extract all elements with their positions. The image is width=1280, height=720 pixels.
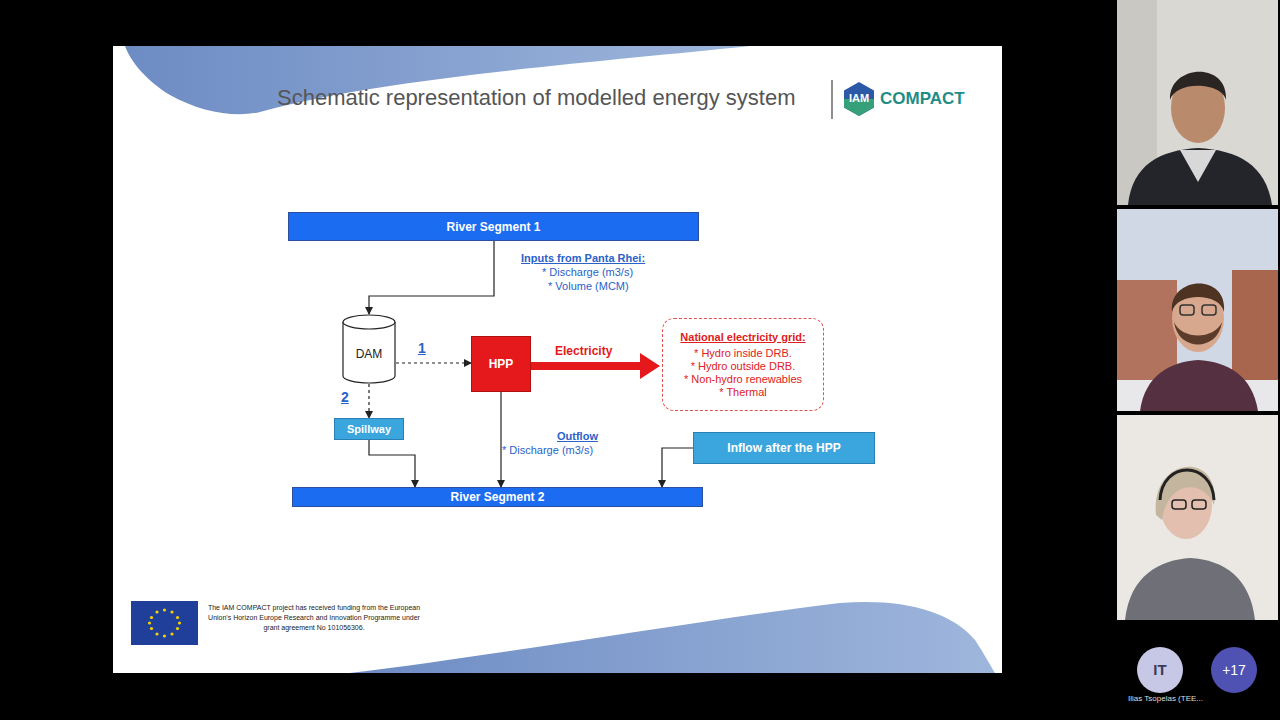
node-text: DAM bbox=[356, 347, 383, 361]
spillway-box: Spillway bbox=[334, 418, 404, 440]
person-hair bbox=[1156, 467, 1215, 520]
cylinder-top bbox=[343, 315, 395, 329]
connector bbox=[662, 448, 693, 487]
flow-label: Electricity bbox=[555, 344, 612, 358]
person-beard bbox=[1174, 322, 1222, 345]
person-face bbox=[1172, 284, 1224, 352]
river-band: River Segment 2 bbox=[292, 487, 703, 507]
node-text: Inflow after the HPP bbox=[727, 441, 840, 455]
logo-text: IAM bbox=[843, 92, 875, 104]
person-body bbox=[1125, 558, 1255, 620]
node-text: National electricity grid: bbox=[680, 331, 805, 344]
video-tile bbox=[1117, 415, 1278, 620]
input-heading: Inputs from Panta Rhei: bbox=[521, 252, 645, 264]
avatar-circle bbox=[1137, 647, 1183, 693]
glasses bbox=[1192, 500, 1206, 509]
dashed-connector bbox=[396, 362, 471, 363]
connector bbox=[500, 392, 501, 487]
headset bbox=[1160, 470, 1214, 500]
plant-box: HPP bbox=[471, 336, 531, 392]
node-text: River Segment 1 bbox=[446, 220, 540, 234]
dashed-connector bbox=[368, 384, 369, 418]
more-circle bbox=[1211, 647, 1257, 693]
slide-wave bbox=[350, 602, 995, 673]
bullet-text: * Hydro inside DRB. bbox=[694, 347, 792, 360]
funding-note: The IAM COMPACT project has received fun… bbox=[207, 603, 421, 633]
outflow-item: * Discharge (m3/s) bbox=[502, 444, 593, 456]
video-tile bbox=[1117, 209, 1278, 411]
video-tile bbox=[1117, 0, 1278, 205]
person-body bbox=[1140, 360, 1258, 411]
callout-number: 1 bbox=[418, 340, 426, 356]
person-hair bbox=[1170, 72, 1226, 100]
inflow-box: Inflow after the HPP bbox=[693, 432, 875, 464]
bullet-text: * Non-hydro renewables bbox=[684, 373, 802, 386]
grid-box: National electricity grid: * Hydro inside… bbox=[662, 318, 824, 411]
node-text: River Segment 2 bbox=[450, 490, 544, 504]
outflow-heading: Outflow bbox=[557, 430, 598, 442]
more-count: +17 bbox=[1211, 662, 1257, 678]
logo-text: COMPACT bbox=[880, 89, 965, 109]
slide-title: Schematic representation of modelled ene… bbox=[277, 85, 795, 111]
eu-stars bbox=[148, 608, 181, 637]
title-divider bbox=[831, 80, 832, 119]
bullet-text: * Thermal bbox=[719, 386, 766, 399]
glasses bbox=[1202, 305, 1216, 315]
callout-number: 2 bbox=[341, 389, 349, 405]
connector bbox=[369, 440, 415, 487]
bullet-text: * Hydro outside DRB. bbox=[691, 360, 796, 373]
avatar-initials: IT bbox=[1137, 661, 1183, 678]
connector bbox=[369, 241, 494, 314]
participant-name: Ilias Tsopelas (TEE... bbox=[1128, 694, 1203, 703]
glasses bbox=[1172, 500, 1186, 509]
node-text: HPP bbox=[489, 357, 514, 371]
input-item: * Volume (MCM) bbox=[548, 280, 629, 292]
node-text: Spillway bbox=[347, 423, 391, 435]
dam-cylinder: DAM bbox=[342, 314, 396, 384]
slide bbox=[113, 46, 1002, 673]
cylinder-body bbox=[343, 322, 395, 383]
eu-flag bbox=[131, 601, 198, 645]
input-item: * Discharge (m3/s) bbox=[542, 266, 633, 278]
river-band: River Segment 1 bbox=[288, 212, 699, 241]
logo-hexagon bbox=[844, 82, 874, 116]
person-shirt bbox=[1180, 150, 1216, 182]
glasses bbox=[1180, 305, 1194, 315]
person-body bbox=[1128, 148, 1272, 205]
